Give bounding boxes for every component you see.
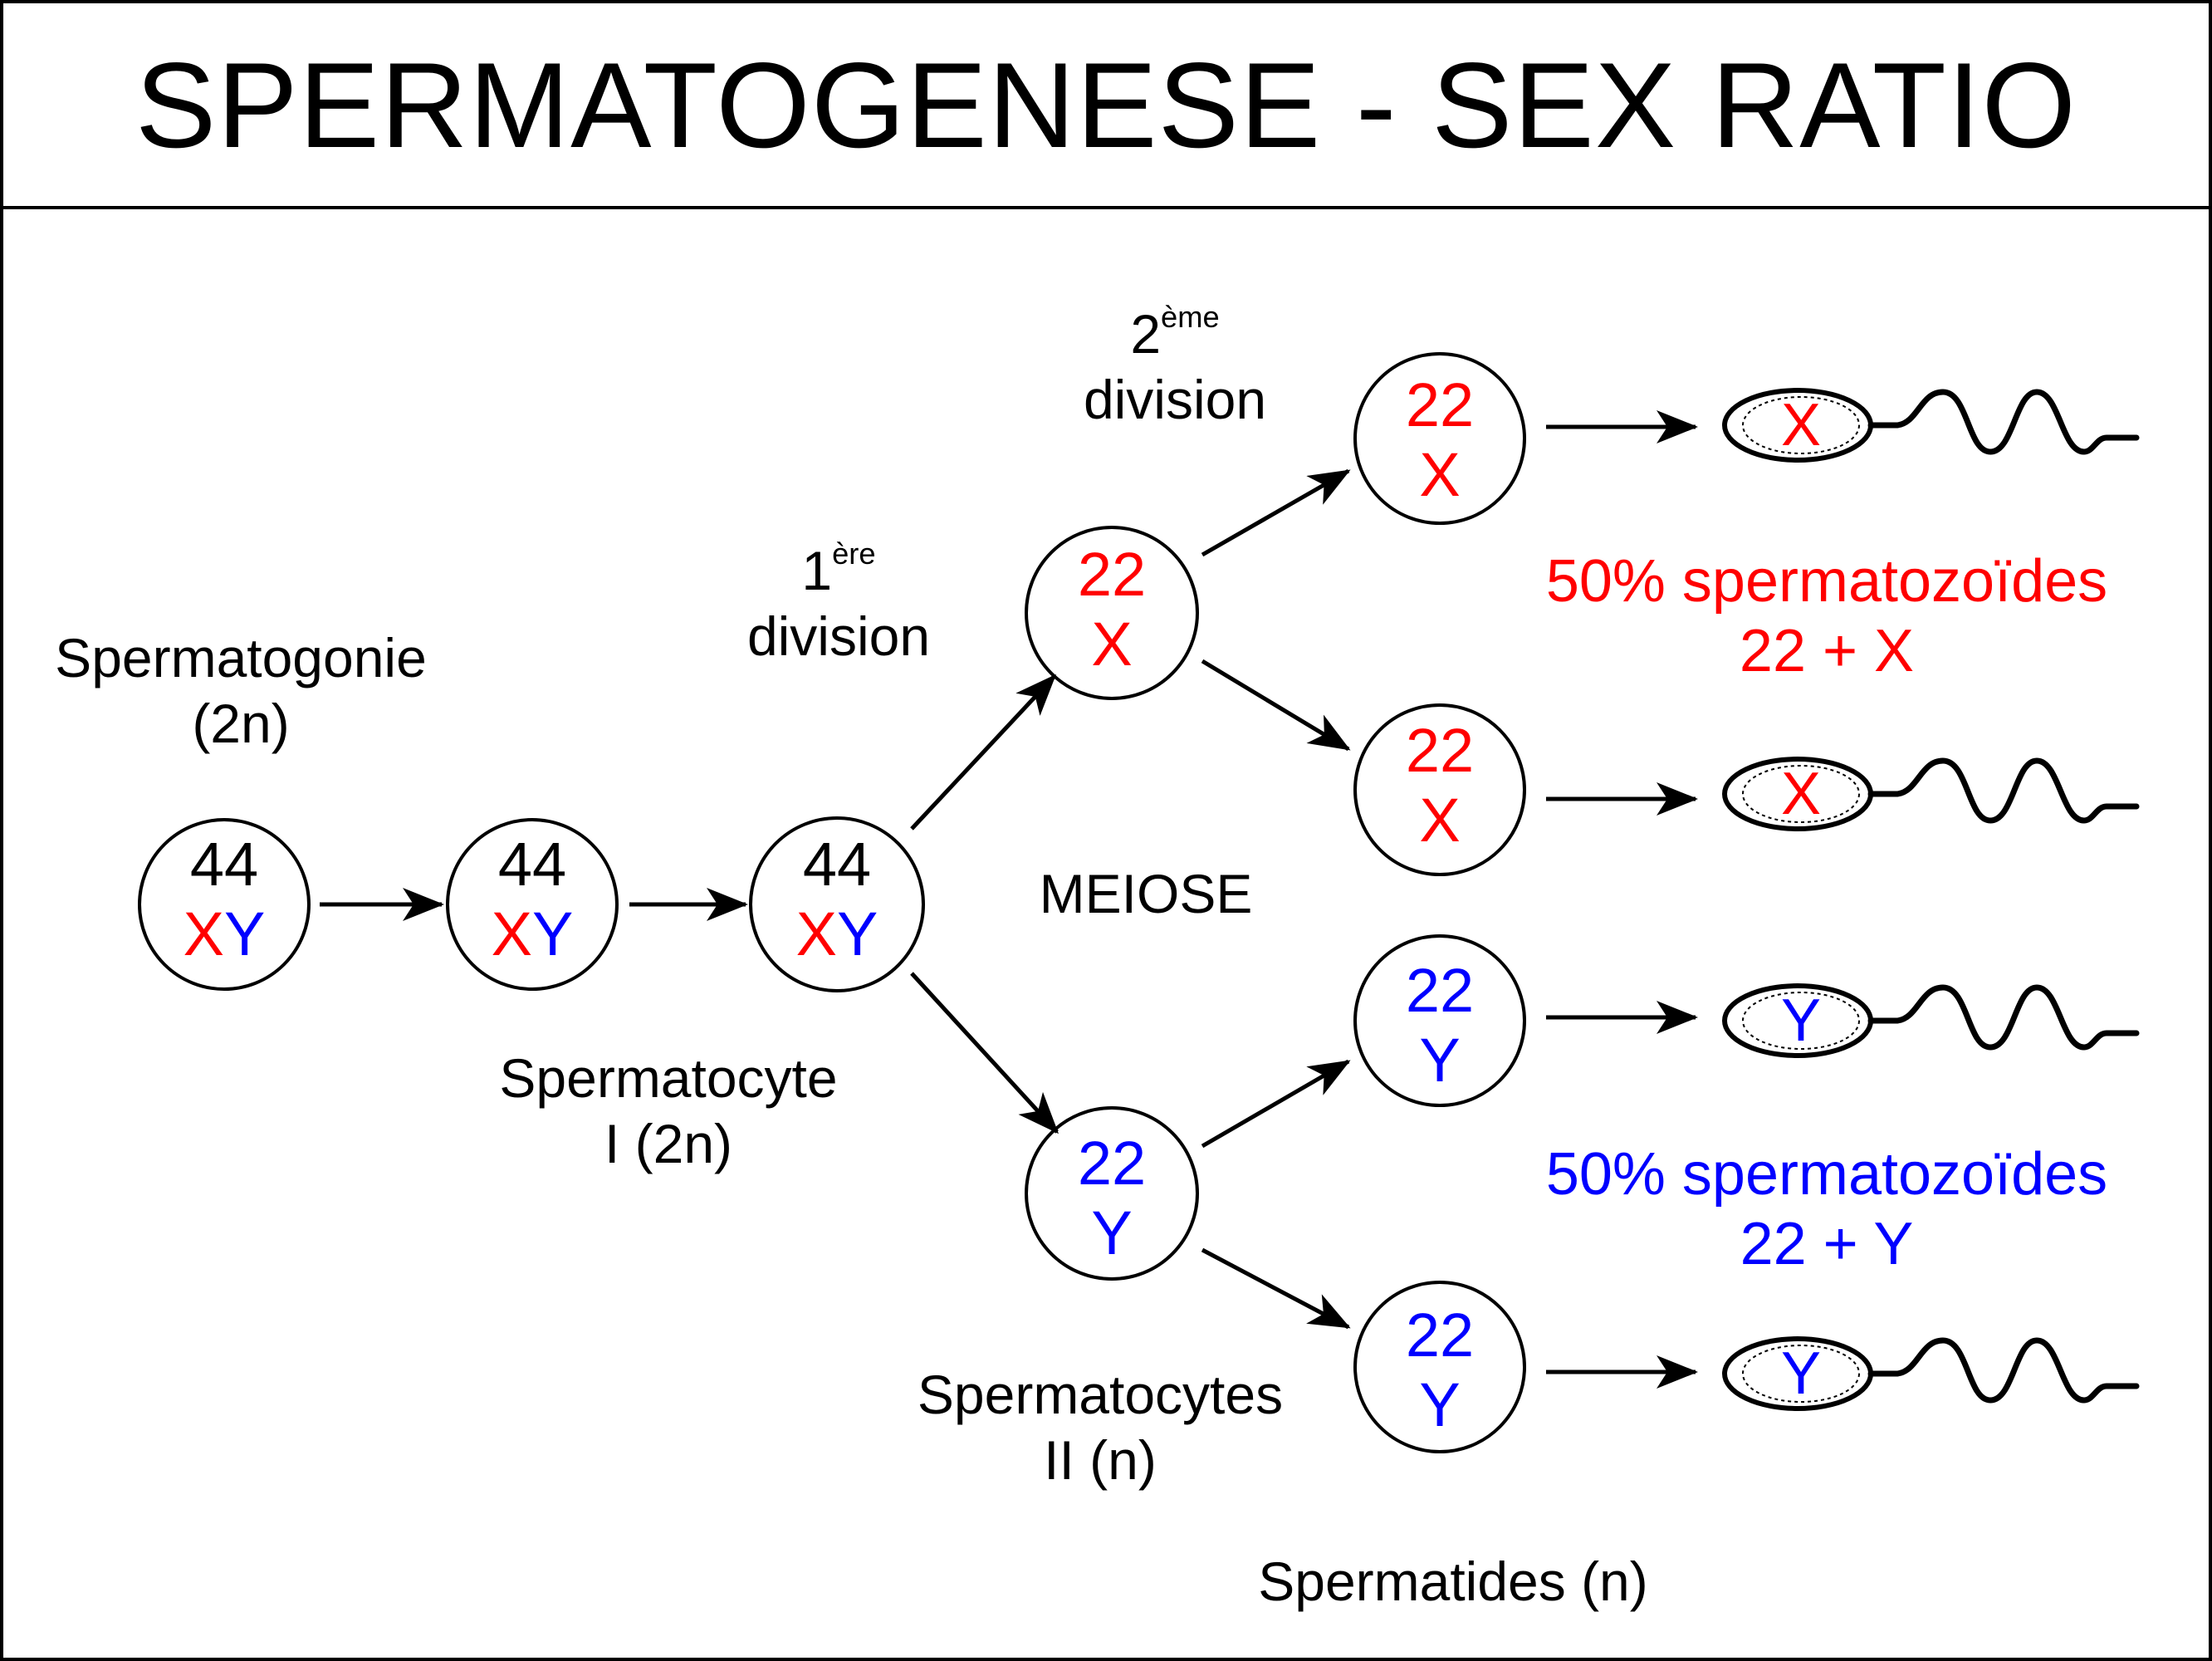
arrow-division-2-x-to-1 (1201, 468, 1351, 557)
spermatozoon-2 (1722, 757, 2140, 831)
sperm-flagellum (1867, 389, 2140, 455)
sperm-nucleus (1742, 765, 1860, 823)
cell-spermatide-4 (1353, 1281, 1526, 1453)
sperm-head (1722, 1336, 1873, 1411)
cell-spermatocyte-growth (446, 818, 619, 991)
sperm-nucleus (1742, 396, 1860, 454)
spermatozoon-1 (1722, 388, 2140, 463)
cell-spermatocyte-1 (749, 816, 925, 992)
cell-spermatogonie (138, 818, 311, 991)
cell-spermatide-2 (1353, 703, 1526, 876)
arrow-division-2-y-to-4 (1201, 1247, 1351, 1330)
sperm-head (1722, 388, 1873, 463)
sperm-flagellum (1867, 1337, 2140, 1404)
sperm-flagellum (1867, 757, 2140, 824)
arrow-division-1-to-x (910, 674, 1057, 830)
arrow-division-1-to-y (910, 972, 1060, 1134)
sperm-head (1722, 757, 1873, 831)
sperm-nucleus (1742, 1345, 1860, 1403)
cell-spermatide-3 (1353, 934, 1526, 1107)
sperm-head (1722, 983, 1873, 1058)
cell-spermatide-1 (1353, 352, 1526, 525)
arrow-division-2-x-to-2 (1201, 659, 1351, 752)
sperm-nucleus (1742, 992, 1860, 1050)
spermatozoon-4 (1722, 1336, 2140, 1411)
arrow-division-2-y-to-3 (1201, 1059, 1351, 1149)
cell-spermatocyte-2-x (1025, 526, 1199, 700)
cell-spermatocyte-2-y (1025, 1106, 1199, 1281)
sperm-flagellum (1867, 984, 2140, 1051)
spermatozoon-3 (1722, 983, 2140, 1058)
